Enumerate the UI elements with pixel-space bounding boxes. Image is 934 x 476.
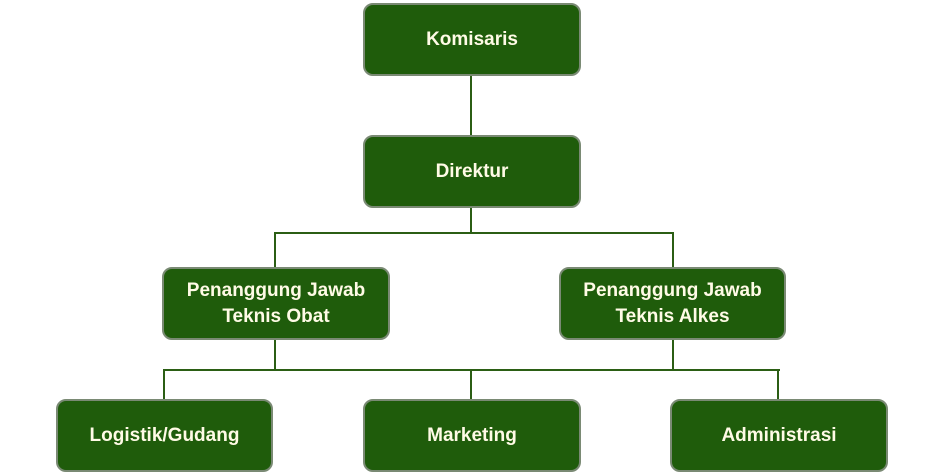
- node-direktur: Direktur: [363, 135, 581, 208]
- connector-direktur-down: [470, 207, 472, 234]
- node-administrasi: Administrasi: [670, 399, 888, 472]
- node-label-line2: Teknis Alkes: [615, 305, 730, 327]
- connector-pj-alkes-down: [672, 339, 674, 371]
- connector-to-marketing: [470, 369, 472, 401]
- node-label-line1: Penanggung Jawab: [583, 279, 762, 301]
- node-label-line1: Penanggung Jawab: [186, 279, 366, 301]
- node-label: Direktur: [435, 160, 509, 182]
- node-marketing: Marketing: [363, 399, 581, 472]
- connector-pj-obat-down: [274, 339, 276, 371]
- node-label: Administrasi: [721, 424, 837, 446]
- node-label: Marketing: [427, 424, 517, 446]
- node-logistik-gudang: Logistik/Gudang: [56, 399, 273, 472]
- connector-to-logistik: [163, 369, 165, 401]
- node-komisaris: Komisaris: [363, 3, 581, 76]
- node-label: Komisaris: [426, 28, 518, 50]
- node-pj-teknis-obat: Penanggung Jawab Teknis Obat: [162, 267, 390, 340]
- node-label: Logistik/Gudang: [89, 424, 240, 446]
- node-label-line2: Teknis Obat: [222, 305, 330, 327]
- connector-level2-bar: [274, 232, 674, 234]
- connector-to-administrasi: [777, 369, 779, 401]
- connector-komisaris-direktur: [470, 75, 472, 137]
- connector-to-pj-alkes: [672, 232, 674, 268]
- node-pj-teknis-alkes: Penanggung Jawab Teknis Alkes: [559, 267, 786, 340]
- connector-to-pj-obat: [274, 232, 276, 268]
